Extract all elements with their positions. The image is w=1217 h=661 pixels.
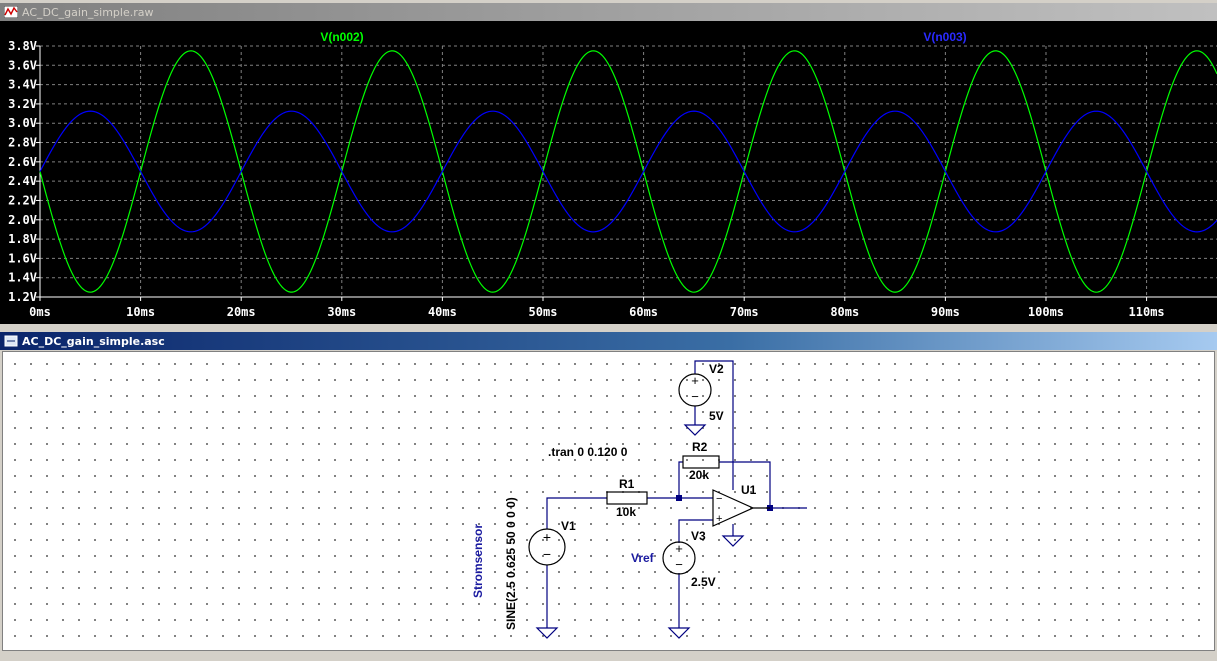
- v3-value: 2.5V: [691, 575, 716, 589]
- svg-text:+: +: [675, 541, 683, 556]
- component-v3[interactable]: + −: [662, 541, 696, 575]
- component-r1[interactable]: [606, 491, 648, 505]
- v3-label: Vref: [631, 551, 655, 565]
- waveform-icon: [4, 6, 18, 18]
- component-v1[interactable]: + −: [528, 528, 566, 566]
- svg-text:−: −: [675, 557, 683, 572]
- plot-pane[interactable]: 3.8V 3.6V 3.4V 3.2V 3.0V 2.8V 2.6V 2.4V 2.2V 2.0V…: [0, 21, 1217, 324]
- y-tick-label: 3.2V: [8, 97, 37, 111]
- wires: [546, 360, 807, 628]
- ground-symbols: [535, 424, 745, 639]
- svg-text:−: −: [716, 493, 722, 505]
- x-tick-label: 10ms: [126, 305, 155, 319]
- schematic-window: AC_DC_gain_simple.asc: [0, 332, 1217, 654]
- v1-name: V1: [561, 519, 576, 533]
- y-tick-label: 3.0V: [8, 116, 37, 130]
- trace-v-n003[interactable]: [39, 110, 1217, 233]
- y-tick-label: 1.6V: [8, 251, 37, 265]
- r1-value: 10k: [616, 505, 636, 519]
- y-axis-labels: 3.8V 3.6V 3.4V 3.2V 3.0V 2.8V 2.6V 2.4V 2.2V 2.0V…: [8, 39, 37, 304]
- v1-label: Stromsensor: [471, 524, 485, 598]
- component-u1[interactable]: − +: [712, 489, 770, 527]
- schematic-title: AC_DC_gain_simple.asc: [22, 334, 165, 348]
- svg-text:+: +: [716, 513, 722, 525]
- v2-value: 5V: [709, 409, 724, 423]
- trace-label-v-n003[interactable]: V(n003): [923, 30, 966, 44]
- schematic-titlebar[interactable]: AC_DC_gain_simple.asc: [0, 332, 1217, 350]
- trace-label-v-n002[interactable]: V(n002): [320, 30, 363, 44]
- x-tick-label: 110ms: [1129, 305, 1165, 319]
- schematic-icon: [4, 335, 18, 347]
- x-tick-label: 80ms: [830, 305, 859, 319]
- u1-name: U1: [741, 483, 757, 497]
- svg-text:−: −: [543, 546, 551, 562]
- waveform-title: AC_DC_gain_simple.raw: [22, 5, 154, 19]
- v1-value: SINE(2.5 0.625 50 0 0 0): [504, 497, 518, 630]
- x-tick-label: 20ms: [227, 305, 256, 319]
- component-r2[interactable]: [682, 455, 720, 469]
- y-tick-label: 3.8V: [8, 39, 37, 53]
- waveform-titlebar[interactable]: AC_DC_gain_simple.raw: [0, 3, 1217, 21]
- y-tick-label: 3.6V: [8, 58, 37, 72]
- plot-grid: [36, 45, 1217, 301]
- v2-name: V2: [709, 362, 724, 376]
- x-tick-label: 50ms: [529, 305, 558, 319]
- y-tick-label: 2.2V: [8, 193, 37, 207]
- svg-text:−: −: [691, 389, 699, 404]
- v3-name: V3: [691, 529, 706, 543]
- x-tick-label: 40ms: [428, 305, 457, 319]
- tran-directive[interactable]: .tran 0 0.120 0: [548, 445, 628, 459]
- x-tick-label: 70ms: [730, 305, 759, 319]
- y-tick-label: 1.8V: [8, 232, 37, 246]
- x-tick-label: 100ms: [1028, 305, 1064, 319]
- schematic-drawing[interactable]: + − + − + − − +: [3, 352, 1214, 650]
- x-tick-label: 90ms: [931, 305, 960, 319]
- svg-text:+: +: [543, 529, 551, 545]
- r2-name: R2: [692, 440, 708, 454]
- x-tick-label: 0ms: [29, 305, 51, 319]
- trace-lines: [39, 50, 1217, 293]
- schematic-canvas[interactable]: + − + − + − − +: [2, 351, 1215, 651]
- x-axis-labels: 0ms 10ms 20ms 30ms 40ms 50ms 60ms 70ms 80ms 90ms 1…: [29, 305, 1164, 319]
- y-tick-label: 2.6V: [8, 155, 37, 169]
- y-tick-label: 2.8V: [8, 136, 37, 150]
- y-tick-label: 2.0V: [8, 213, 37, 227]
- component-v2[interactable]: + −: [678, 373, 712, 407]
- trace-v-n002[interactable]: [39, 50, 1217, 293]
- r2-value: 20k: [689, 468, 709, 482]
- x-tick-label: 60ms: [629, 305, 658, 319]
- waveform-plot[interactable]: 3.8V 3.6V 3.4V 3.2V 3.0V 2.8V 2.6V 2.4V 2.2V 2.0V…: [0, 21, 1217, 324]
- x-tick-label: 30ms: [327, 305, 356, 319]
- junction-dot: [676, 495, 682, 501]
- y-tick-label: 3.4V: [8, 78, 37, 92]
- y-tick-label: 1.4V: [8, 271, 37, 285]
- svg-text:+: +: [691, 373, 699, 388]
- y-tick-label: 2.4V: [8, 174, 37, 188]
- y-tick-label: 1.2V: [8, 290, 37, 304]
- r1-name: R1: [619, 477, 635, 491]
